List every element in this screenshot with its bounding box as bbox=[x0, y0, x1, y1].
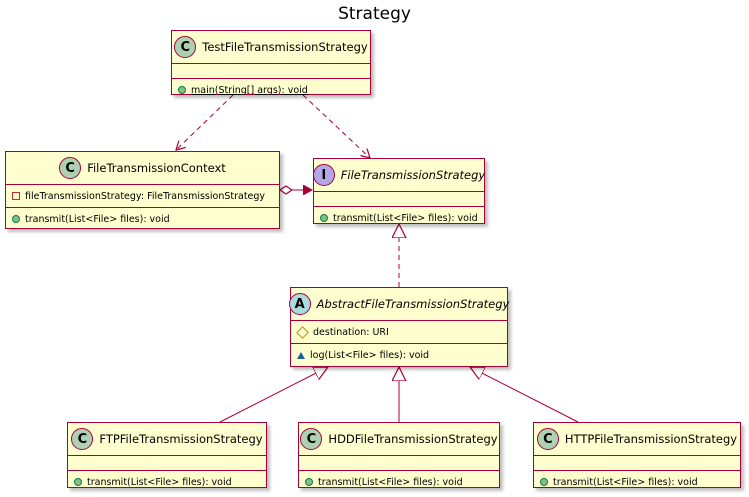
public-icon bbox=[74, 478, 82, 486]
class-hdd-file-transmission-strategy[interactable]: C HDDFileTransmissionStrategy transmit(L… bbox=[298, 422, 500, 488]
methods-section: log(List<File> files): void bbox=[291, 343, 507, 366]
attributes-section bbox=[314, 191, 484, 206]
class-name: AbstractFileTransmissionStrategy bbox=[316, 297, 510, 311]
method-transmit: transmit(List<File> files): void bbox=[12, 211, 273, 227]
methods-section: transmit(List<File> files): void bbox=[6, 207, 279, 230]
method-transmit: transmit(List<File> files): void bbox=[320, 210, 478, 226]
class-stereotype-icon: C bbox=[300, 428, 323, 450]
interface-name: FileTransmissionStrategy bbox=[340, 168, 486, 182]
public-icon bbox=[540, 478, 548, 486]
class-ftp-file-transmission-strategy[interactable]: C FTPFileTransmissionStrategy transmit(L… bbox=[67, 422, 267, 488]
class-file-transmission-context[interactable]: C FileTransmissionContext fileTransmissi… bbox=[5, 151, 280, 229]
class-stereotype-icon: C bbox=[174, 36, 197, 58]
attribute-strategy: fileTransmissionStrategy: FileTransmissi… bbox=[12, 188, 273, 204]
attributes-section bbox=[534, 455, 740, 470]
private-icon bbox=[12, 192, 20, 200]
abstract-class-file-transmission-strategy[interactable]: A AbstractFileTransmissionStrategy desti… bbox=[288, 287, 510, 367]
public-icon bbox=[12, 215, 20, 223]
abstract-stereotype-icon: A bbox=[288, 293, 311, 315]
class-stereotype-icon: C bbox=[536, 428, 559, 450]
protected-icon bbox=[296, 325, 309, 339]
class-stereotype-icon: C bbox=[71, 428, 94, 450]
method-main: main(String[] args): void bbox=[178, 82, 364, 98]
class-name: HDDFileTransmissionStrategy bbox=[328, 432, 498, 446]
methods-section: main(String[] args): void bbox=[172, 78, 370, 101]
class-http-file-transmission-strategy[interactable]: C HTTPFileTransmissionStrategy transmit(… bbox=[533, 422, 741, 488]
methods-section: transmit(List<File> files): void bbox=[299, 470, 499, 493]
attributes-section bbox=[299, 455, 499, 470]
method-transmit: transmit(List<File> files): void bbox=[305, 474, 493, 490]
dependency-test-to-strategy bbox=[302, 94, 370, 158]
public-icon bbox=[320, 214, 328, 222]
class-name: TestFileTransmissionStrategy bbox=[202, 40, 368, 54]
generalization-http-to-abstract bbox=[470, 367, 579, 423]
methods-section: transmit(List<File> files): void bbox=[534, 470, 740, 493]
class-name: FileTransmissionContext bbox=[87, 161, 226, 175]
attributes-section: fileTransmissionStrategy: FileTransmissi… bbox=[6, 184, 279, 207]
method-log: log(List<File> files): void bbox=[297, 347, 501, 363]
class-name: FTPFileTransmissionStrategy bbox=[99, 432, 263, 446]
class-test-file-transmission-strategy[interactable]: C TestFileTransmissionStrategy main(Stri… bbox=[171, 30, 371, 96]
attributes-section bbox=[172, 63, 370, 78]
class-stereotype-icon: C bbox=[59, 157, 82, 179]
public-icon bbox=[178, 86, 186, 94]
generalization-ftp-to-abstract bbox=[219, 367, 328, 423]
attribute-destination: destination: URI bbox=[296, 324, 501, 340]
method-transmit: transmit(List<File> files): void bbox=[540, 474, 734, 490]
method-transmit: transmit(List<File> files): void bbox=[74, 474, 260, 490]
methods-section: transmit(List<File> files): void bbox=[68, 470, 266, 493]
public-icon bbox=[305, 478, 313, 486]
package-icon bbox=[297, 351, 305, 359]
interface-stereotype-icon: I bbox=[312, 164, 335, 186]
attributes-section: destination: URI bbox=[291, 320, 507, 343]
dependency-test-to-context bbox=[176, 94, 234, 150]
methods-section: transmit(List<File> files): void bbox=[314, 206, 484, 229]
class-name: HTTPFileTransmissionStrategy bbox=[564, 432, 738, 446]
interface-file-transmission-strategy[interactable]: I FileTransmissionStrategy transmit(List… bbox=[312, 158, 486, 224]
attributes-section bbox=[68, 455, 266, 470]
diagram-title: Strategy bbox=[338, 4, 411, 24]
